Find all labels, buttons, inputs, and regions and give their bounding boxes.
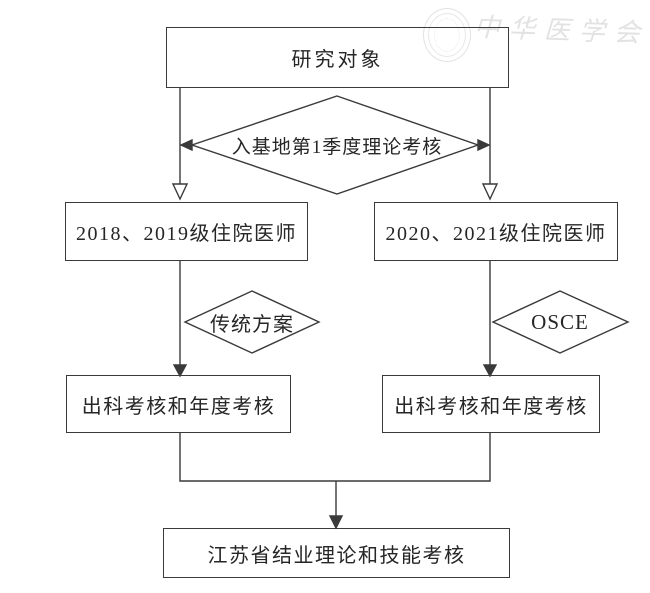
arrowhead-right-icon — [477, 138, 491, 152]
research-subjects-label: 研究对象 — [291, 49, 384, 71]
research-subjects-box: 研究对象 — [166, 27, 509, 88]
exam-right-label: 出科考核和年度考核 — [394, 395, 588, 418]
cohort-2018-2019-label: 2018、2019级住院医师 — [76, 223, 297, 245]
arrowhead-down-right-icon — [482, 364, 498, 378]
arrowhead-left-icon — [179, 138, 193, 152]
theory-exam-diamond-label: 入基地第1季度理论考核 — [231, 136, 443, 158]
cohort-2020-2021-box: 2020、2021级住院医师 — [374, 202, 618, 261]
open-arrowhead-left-icon — [171, 183, 189, 201]
scheme-right-diamond-label: OSCE — [531, 309, 589, 334]
final-exam-label: 江苏省结业理论和技能考核 — [207, 544, 466, 567]
watermark-seal-icon — [423, 8, 471, 62]
exam-right-box: 出科考核和年度考核 — [382, 375, 600, 433]
edge-merge-junction — [179, 433, 491, 482]
scheme-right-diamond-shape — [491, 290, 630, 354]
scheme-left-diamond-shape — [183, 290, 321, 354]
cohort-2020-2021-label: 2020、2021级住院医师 — [385, 223, 607, 245]
open-arrowhead-right-icon — [481, 183, 499, 201]
theory-exam-diamond-shape — [189, 95, 481, 195]
cohort-2018-2019-box: 2018、2019级住院医师 — [65, 202, 308, 261]
exam-left-box: 出科考核和年度考核 — [66, 375, 291, 433]
scheme-left-diamond-label: 传统方案 — [210, 313, 294, 336]
arrowhead-down-left-icon — [172, 364, 188, 378]
final-exam-box: 江苏省结业理论和技能考核 — [163, 528, 510, 578]
exam-left-label: 出科考核和年度考核 — [81, 395, 276, 418]
arrowhead-down-center-icon — [328, 515, 344, 530]
watermark-seal-core — [434, 18, 460, 52]
watermark-seal-inner-ring — [428, 13, 466, 57]
